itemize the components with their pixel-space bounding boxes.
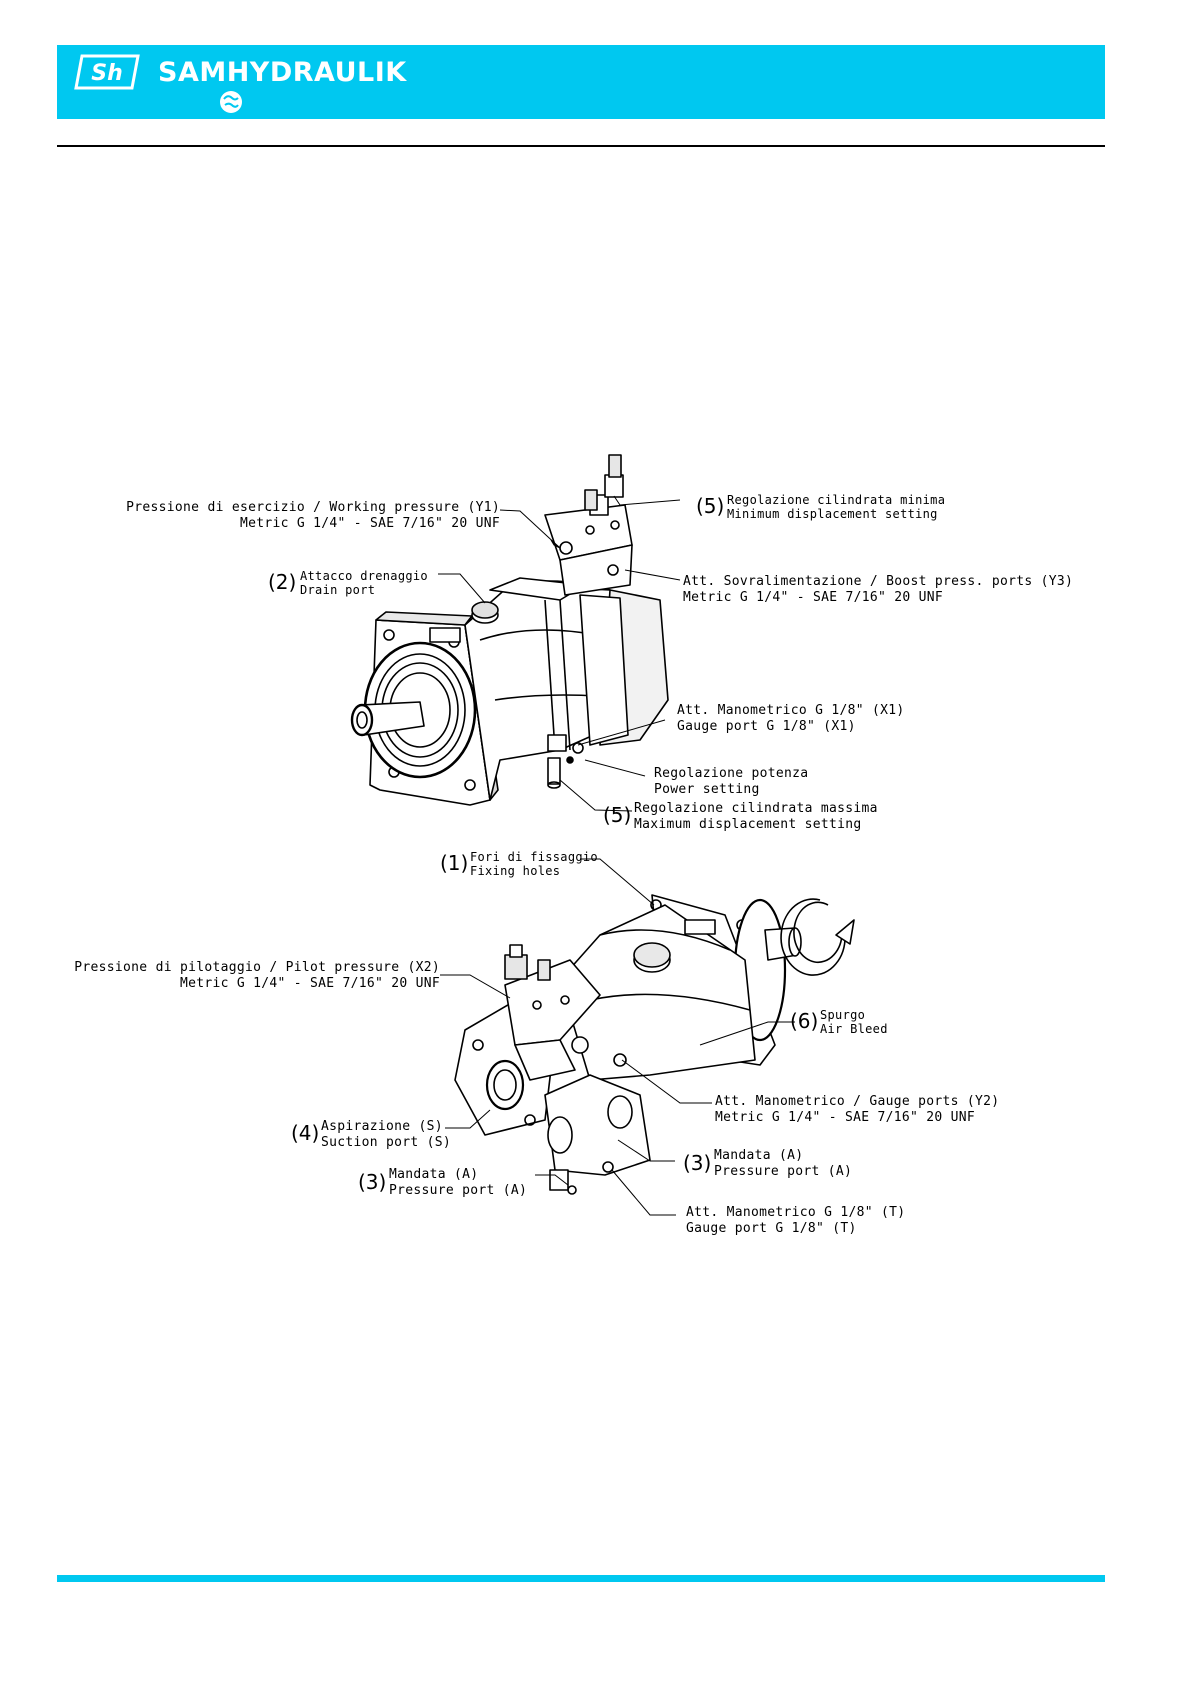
samhydraulik-logo-icon: Sh: [74, 54, 140, 90]
leader-lines: [438, 495, 795, 1216]
callout-number: (2): [268, 570, 297, 594]
callout-number: (3): [358, 1170, 387, 1194]
brand-name: SAMHYDRAULIK: [158, 57, 407, 88]
callout-number: (5): [696, 494, 725, 518]
callout-number: (4): [291, 1121, 320, 1145]
callout-number: (1): [440, 851, 469, 875]
label-min-displacement: Regolazione cilindrata minima Minimum di…: [727, 493, 946, 521]
label-pressure-port-left: Mandata (A) Pressure port (A): [389, 1167, 528, 1198]
top-pump-illustration: [350, 454, 669, 806]
label-pilot-pressure: Pressione di pilotaggio / Pilot pressure…: [74, 960, 440, 991]
label-suction-port: Aspirazione (S) Suction port (S): [321, 1119, 452, 1150]
label-fixing-holes: Fori di fissaggio Fixing holes: [470, 850, 598, 878]
rotation-arrow-icon: [780, 898, 855, 976]
globe-emblem-icon: [220, 91, 242, 113]
label-gauge-x1: Att. Manometrico G 1/8" (X1) Gauge port …: [677, 703, 905, 734]
label-gauge-y2: Att. Manometrico / Gauge ports (Y2) Metr…: [715, 1094, 1000, 1125]
label-working-pressure: Pressione di esercizio / Working pressur…: [126, 500, 500, 531]
header-rule: [57, 145, 1105, 147]
label-air-bleed: Spurgo Air Bleed: [820, 1008, 888, 1036]
brand-header: Sh SAMHYDRAULIK: [57, 45, 1105, 119]
callout-number: (5): [603, 803, 632, 827]
label-drain-port: Attacco drenaggio Drain port: [300, 569, 428, 597]
label-gauge-t: Att. Manometrico G 1/8" (T) Gauge port G…: [686, 1205, 906, 1236]
footer-rule: [57, 1575, 1105, 1582]
callout-number: (6): [790, 1009, 819, 1033]
label-power-setting: Regolazione potenza Power setting: [654, 766, 809, 797]
callout-number: (3): [683, 1151, 712, 1175]
svg-text:Sh: Sh: [91, 61, 123, 86]
label-max-displacement: Regolazione cilindrata massima Maximum d…: [634, 801, 878, 832]
label-pressure-port-right: Mandata (A) Pressure port (A): [714, 1148, 853, 1179]
bottom-pump-illustration: [454, 894, 855, 1195]
label-boost-ports: Att. Sovralimentazione / Boost press. po…: [683, 574, 1074, 605]
